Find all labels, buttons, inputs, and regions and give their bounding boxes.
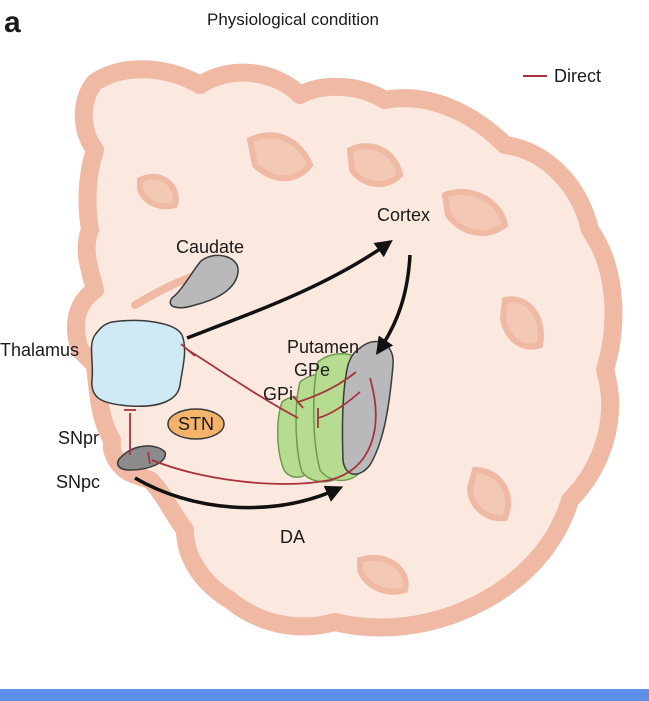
label-stn: STN — [178, 414, 214, 434]
cortical-fold-1 — [246, 132, 314, 182]
label-da: DA — [280, 527, 305, 547]
label-putamen: Putamen — [287, 337, 359, 357]
cortical-fold-3 — [441, 188, 509, 236]
cortical-fold-4 — [499, 296, 544, 350]
label-snpr: SNpr — [58, 428, 99, 448]
cortical-fold-5 — [466, 466, 512, 522]
black-arrows — [134, 239, 412, 510]
cortical-fold-2 — [346, 143, 404, 187]
bottom-bar — [0, 689, 649, 701]
cortical-fold-6 — [357, 555, 409, 595]
direct-pathway — [124, 343, 377, 485]
caudate — [169, 254, 239, 309]
putamen — [341, 340, 394, 475]
thalamus — [90, 319, 186, 408]
label-snpc: SNpc — [56, 472, 100, 492]
label-gpe: GPe — [294, 360, 330, 380]
stn — [167, 408, 225, 440]
label-caudate: Caudate — [176, 237, 244, 257]
label-cortex: Cortex — [377, 205, 430, 225]
panel-letter: a — [4, 6, 21, 39]
cortical-fold-7 — [137, 173, 179, 210]
legend-direct: Direct — [554, 66, 601, 86]
label-thalamus: Thalamus — [0, 340, 79, 360]
diagram-title: Physiological condition — [207, 10, 379, 29]
label-gpi: GPi — [263, 384, 293, 404]
